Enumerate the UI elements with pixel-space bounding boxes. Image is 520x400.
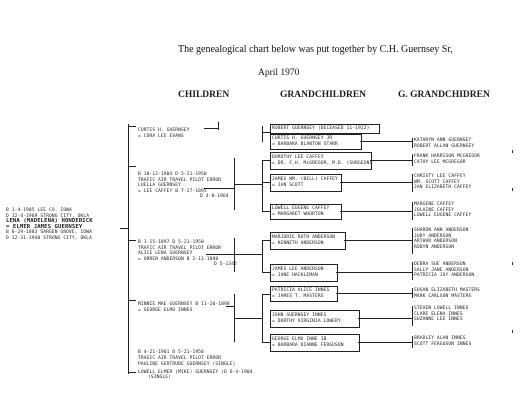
grandchild-curtis-jr: CURTIS H. GUERNSEY JR = BARBARA BLANTON … [272,136,338,147]
gg-group-marjorie: SHARON ANN ANDERSON JUDY ANDERSON ARTHUR… [414,228,469,250]
grandchild-john-innes: JOHN GUERNSEY INNES = DORTHY VIRGINIA LO… [272,313,341,324]
chart-title: The genealogical chart below was put tog… [178,44,453,55]
column-header-grandchildren: GRANDCHILDREN [280,90,367,100]
grandchild-robert: ROBERT GUERNSEY (DECEASED 11-1922) [272,126,370,131]
grandchild-marjorie: MARJORIE RUTH ANDERSON = KENNETH ANDERSO… [272,235,336,246]
column-header-children: CHILDREN [178,90,230,100]
gg-group-john-innes: STEVEN LOWELL INNES CLARE ELENA INNES SU… [414,306,469,323]
gg-group-james-caffey: CHRISTY LEE CAFFEY WM. SCOTT CAFFEY JAN … [414,174,472,191]
gg-group-curtis-jr: KATHRYN ANN GUERNSEY ROBERT ALLAN GUERNS… [414,138,475,149]
root-bracket-line [128,124,129,374]
grandchild-dorothy: DOROTHY LEE CAFFEY = DR. F.H. McGREGOR, … [272,155,373,166]
grandchild-james-anderson: JAMES LEE ANDERSON = JANE HACKLEMAN [272,267,324,278]
gg-group-george-innes: BRADLEY ALAN INNES SCOTT FERGUSON INNES [414,336,472,347]
root-couple: B 1-4-1905 LEE CO. IOWA D 12-4-1969 STRO… [6,208,93,241]
gg-group-lowell-caffey: MARGENE CAFFEY JOLAINE CAFFEY LOWELL EUG… [414,202,472,219]
grandchild-patricia: PATRICIA ALICE INNES = JAMES T. MASTERS [272,288,330,299]
child-minnie: MINNIE MAE GUERNSEY B 11-20-1898 = GEORG… [138,302,230,313]
child-pauline-lowell: B 4-21-1901 D 5-21-1950 TRAGIC AIR TRAVE… [138,350,253,381]
gg-group-james-anderson: DEBRA SUE ANDERSON SALLY JANE ANDERSON P… [414,262,475,279]
child-luella: B 10-12-1904 D 5-21-1950 TRAFIC AIR TRAV… [138,172,229,200]
gg-group-mcgregor: FRANK HARRISON MCGREGOR CATHY LEE MCGREG… [414,154,480,165]
chart-date: April 1970 [258,68,300,78]
grandchild-james-caffey: JAMES WM. (BILL) CAFFEY = JAN SCOTT [272,177,338,188]
column-header-great-grandchildren: G. GRANDCHIDREN [398,90,490,100]
grandchild-lowell-caffey: LOWELL EUGENE CAFFEY = MARGARET WHORTON [272,206,330,217]
grandchild-george-innes: GEORGE ELMO INNE IB = BARBARA DIANNE FER… [272,337,344,348]
gg-group-masters: SUSAN ELIZABETH MASTERS MARK CARLSON MAS… [414,288,480,299]
child-alice: B 1-15-1897 D 5-21-1950 TRAFIC AIR TRAVE… [138,240,237,268]
root-connector [120,228,129,229]
child-curtis: CURTIS H. GUERNSEY = CORA LEE EVANS [138,128,190,139]
